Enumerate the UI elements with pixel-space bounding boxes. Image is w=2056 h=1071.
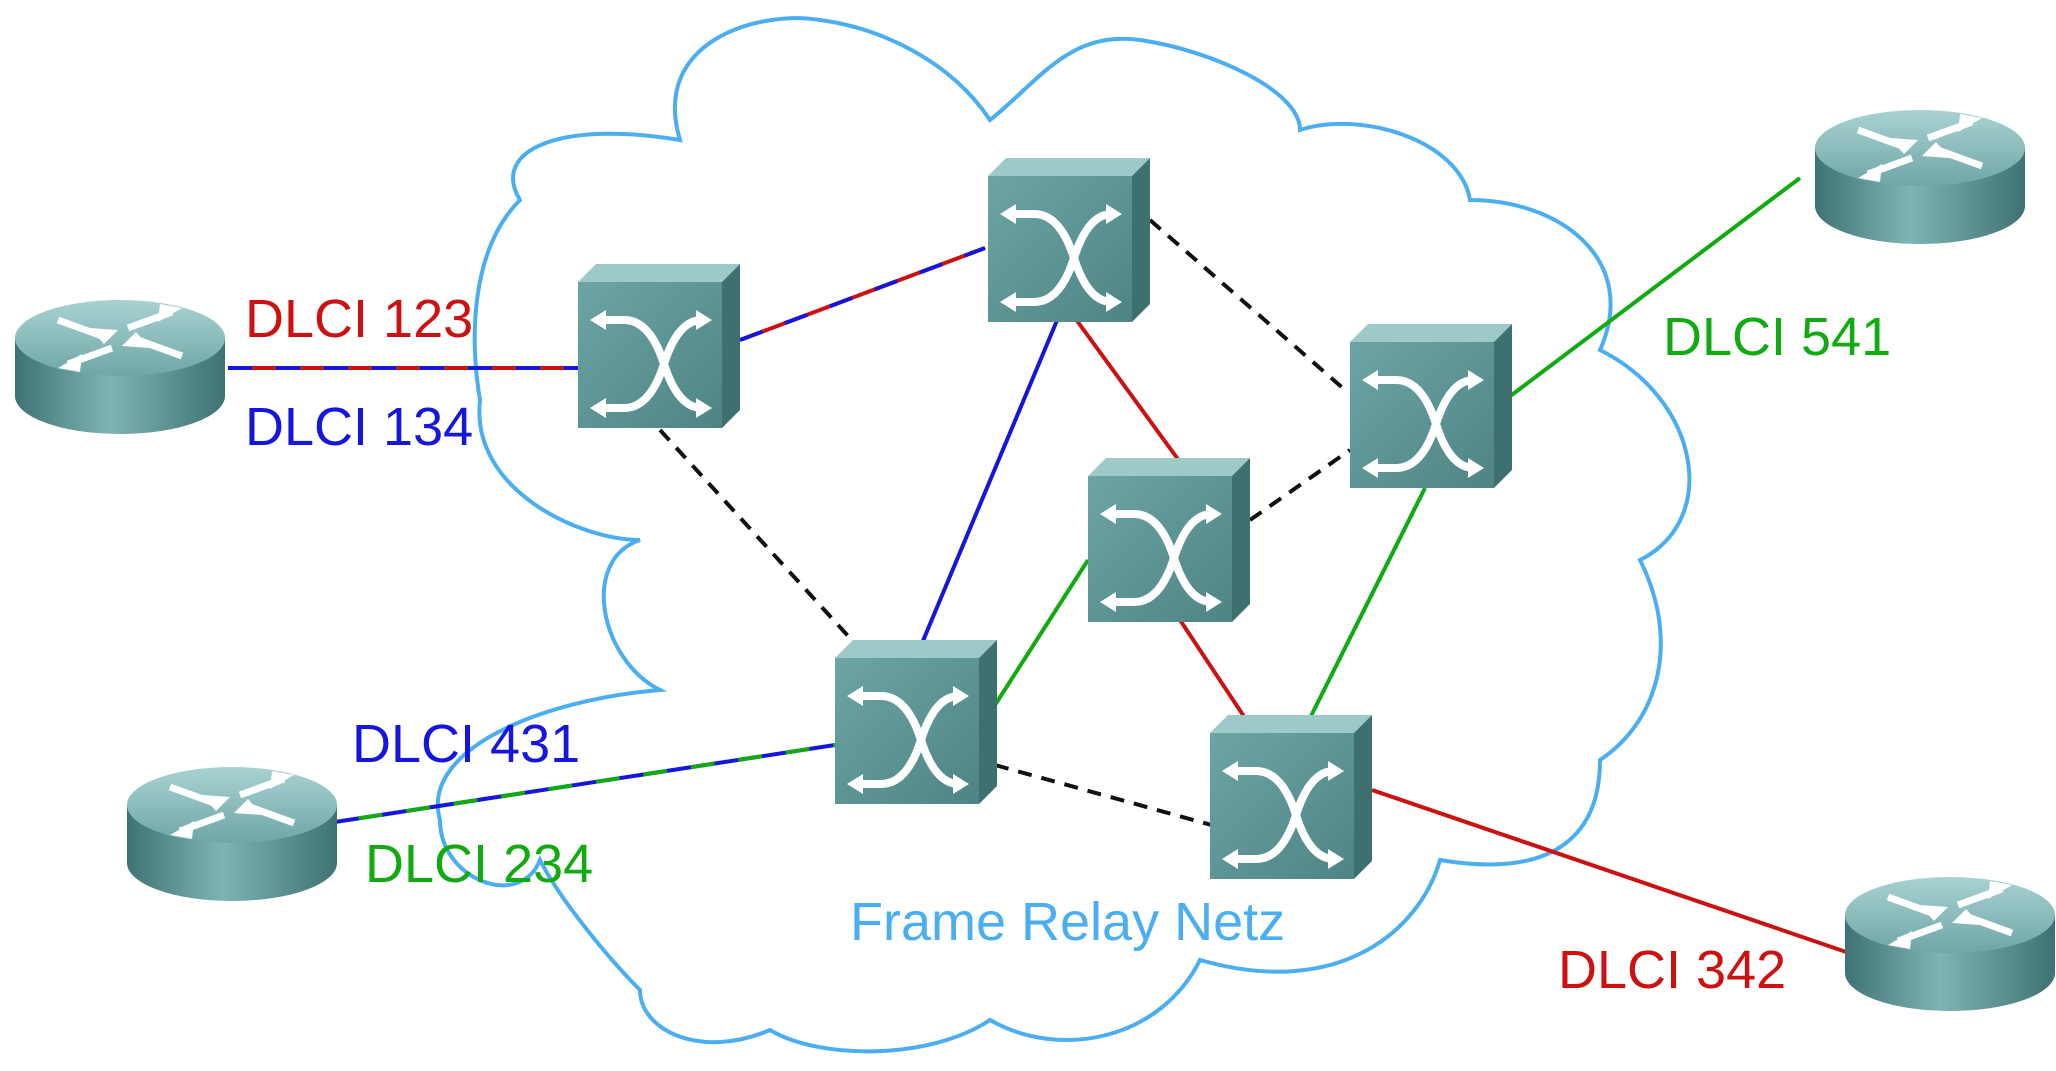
router-right-bottom [1845,877,2055,1011]
link-dashed-top-right [1148,218,1347,392]
dlci-label-431: DLCI 431 [352,714,580,774]
frame-relay-cloud [435,16,1692,1054]
router-left-bottom [127,767,337,901]
link-green-r2-bottomleft [334,743,836,824]
link-red-top-center [1073,316,1182,464]
link-dashed-bottomleft-bottomright [994,763,1216,828]
switch-top [988,158,1150,322]
dlci-label-234: DLCI 234 [365,834,593,894]
switch-bottom-right [1210,715,1372,879]
link-red-left-top [739,246,986,342]
switch-center [1088,458,1250,622]
network-label: Frame Relay Netz [850,892,1285,952]
dlci-label-541: DLCI 541 [1663,307,1891,367]
link-green-bottomleft-center [993,558,1090,707]
link-dashed-center-right [1248,448,1352,522]
link-blue-top-bottomleft [918,317,1060,649]
link-green-right-r3 [1503,176,1802,402]
router-left-top [15,300,225,434]
link-dashed-left-bottomleft [658,428,872,662]
link-red-center-bottomright [1178,618,1247,720]
link-green-bottomright-right [1308,487,1427,719]
dlci-label-123: DLCI 123 [245,289,473,349]
switch-bottom-left [835,640,997,804]
dlci-label-134: DLCI 134 [245,397,473,457]
link-red-bottomright-r4 [1371,788,1856,957]
switch-left [578,264,740,428]
dlci-label-342: DLCI 342 [1558,940,1786,1000]
switch-right [1350,324,1512,488]
router-right-top [1815,110,2025,244]
